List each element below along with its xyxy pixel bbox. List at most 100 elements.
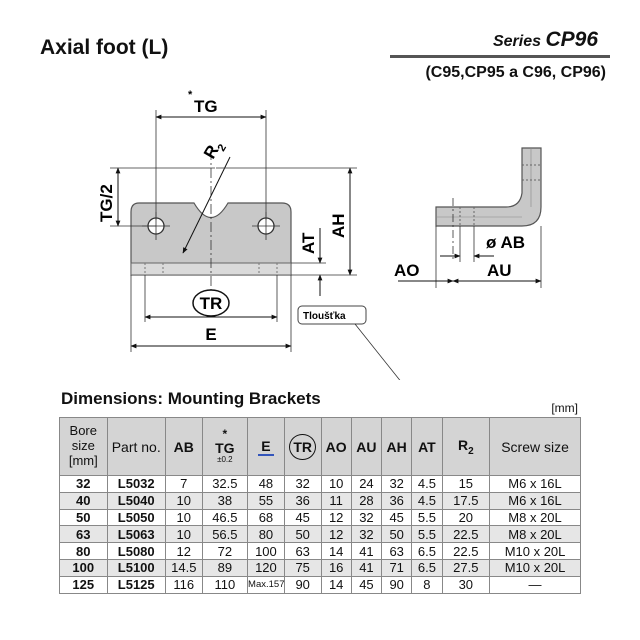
cell-part: L5080 [106,542,166,560]
tg-star: * [188,89,193,101]
cell-e: 55 [247,491,285,510]
front-view [130,150,292,290]
cell-au: 32 [350,508,383,527]
cell-r2: 22.5 [441,542,491,560]
cell-screw: — [489,575,581,594]
cell-tr: 90 [283,575,322,594]
cell-ao: 14 [320,575,352,594]
cell-at: 8 [411,575,443,594]
col-ao: AO [320,417,352,476]
cell-bore: 100 [59,558,108,577]
cell-at: 5.5 [411,508,443,527]
cell-e: 48 [247,475,285,493]
page-title: Axial foot (L) [40,36,169,59]
tg-half-label: TG/2 [97,184,116,222]
cell-at: 5.5 [411,525,443,544]
cell-ab: 10 [164,508,203,527]
cell-part: L5063 [106,525,166,544]
cell-ah: 90 [381,575,413,594]
cell-part: L5032 [106,475,166,493]
col-at: AT [411,417,443,476]
cell-ao: 12 [320,508,352,527]
cell-ao: 14 [320,542,352,560]
tg-label: TG [194,97,218,116]
thickness-callout: Tloušťka [303,311,346,322]
cell-ah: 32 [381,475,413,493]
col-e: E [247,417,285,476]
cell-e: 120 [247,558,285,577]
cell-part: L5040 [106,491,166,510]
at-label: AT [299,232,318,254]
cell-tr: 45 [283,508,322,527]
cell-ab: 116 [164,575,203,594]
cell-e: Max.157 [247,575,285,594]
cell-ao: 16 [320,558,352,577]
cell-ah: 63 [381,542,413,560]
cell-part: L5125 [106,575,166,594]
cell-au: 41 [350,558,383,577]
cell-tr: 36 [283,491,322,510]
cell-at: 6.5 [411,542,443,560]
cell-tr: 32 [283,475,322,493]
cell-r2: 17.5 [441,491,491,510]
cell-screw: M6 x 16L [489,475,581,493]
compatibility-note: (C95,CP95 a C96, CP96) [425,64,606,81]
cell-at: 4.5 [411,491,443,510]
cell-au: 32 [350,525,383,544]
cell-au: 24 [350,475,383,493]
series-prefix: Series [492,33,546,50]
cell-ab: 12 [164,542,203,560]
cell-e: 100 [247,542,285,560]
cell-r2: 20 [441,508,491,527]
cell-part: L5050 [106,508,166,527]
cell-ao: 12 [320,525,352,544]
cell-ah: 71 [381,558,413,577]
cell-bore: 80 [59,542,108,560]
cell-ao: 11 [320,491,352,510]
col-ab: AB [164,417,203,476]
cell-screw: M10 x 20L [489,558,581,577]
cell-ah: 45 [381,508,413,527]
col-r2: R2 [441,417,491,476]
cell-ah: 50 [381,525,413,544]
au-label: AU [487,261,512,280]
cell-au: 45 [350,575,383,594]
cell-au: 28 [350,491,383,510]
thickness-callout-box [297,305,367,325]
e-label: E [205,325,216,344]
col-screw: Screw size [489,417,581,476]
series-label: Series CP96 [493,28,598,52]
cell-r2: 15 [441,475,491,493]
cell-tg: 72 [201,542,249,560]
cell-screw: M8 x 20L [489,525,581,544]
cell-ah: 36 [381,491,413,510]
series-divider [390,55,610,58]
cell-tr: 63 [283,542,322,560]
cell-tg: 56.5 [201,525,249,544]
cell-tg: 89 [201,558,249,577]
col-au: AU [350,417,383,476]
cell-screw: M8 x 20L [489,508,581,527]
cell-bore: 32 [59,475,108,493]
cell-screw: M6 x 16L [489,491,581,510]
ah-label: AH [329,213,348,238]
cell-bore: 63 [59,525,108,544]
cell-ab: 7 [164,475,203,493]
col-tr: TR [283,417,322,476]
bracket-plate [130,202,292,276]
cell-tr: 50 [283,525,322,544]
cell-tr: 75 [283,558,322,577]
side-view [435,147,542,262]
dimensions-title: Dimensions: Mounting Brackets [61,389,321,408]
cell-r2: 27.5 [441,558,491,577]
cell-at: 6.5 [411,558,443,577]
